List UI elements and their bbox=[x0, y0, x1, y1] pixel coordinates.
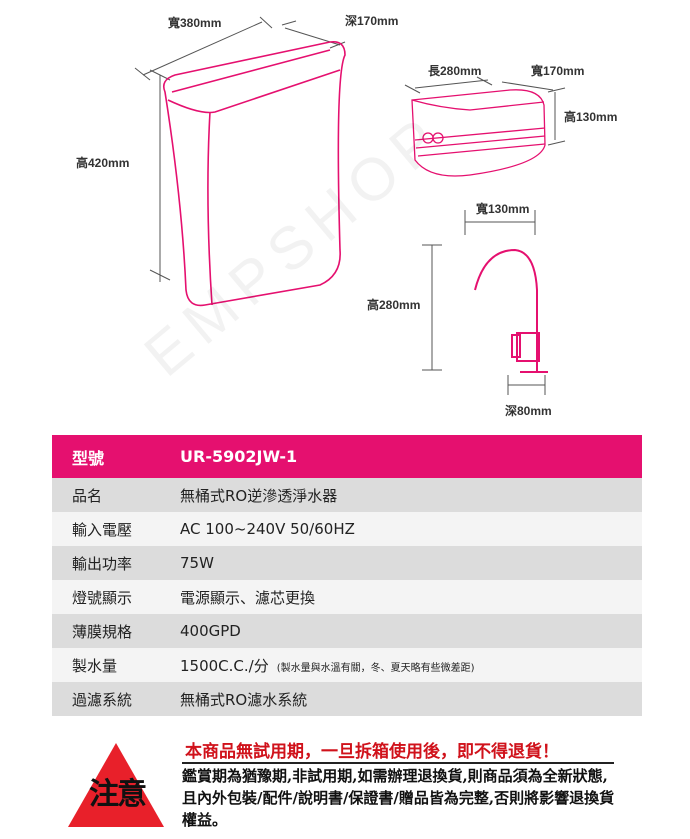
tank-height-label: 高420mm bbox=[76, 155, 129, 170]
tank-depth-label: 深170mm bbox=[345, 13, 398, 28]
spec-value: 無桶式RO逆滲透淨水器 bbox=[180, 485, 642, 506]
spec-row: 薄膜規格 400GPD bbox=[52, 614, 642, 648]
spec-label: 過濾系統 bbox=[72, 690, 133, 709]
warning-body: 鑑賞期為猶豫期,非試用期,如需辦理退換貨,則商品須為全新狀態,且內外包裝/配件/… bbox=[182, 767, 615, 829]
divider bbox=[182, 762, 614, 764]
spec-value-text: 電源顯示、濾芯更換 bbox=[180, 588, 316, 607]
spec-value: 400GPD bbox=[180, 622, 642, 640]
spec-value: 無桶式RO濾水系統 bbox=[180, 689, 642, 710]
spec-value-text: 400GPD bbox=[180, 622, 241, 640]
spec-value: AC 100~240V 50/60HZ bbox=[180, 520, 642, 538]
unit-height-label: 高130mm bbox=[564, 109, 617, 124]
spec-row: 製水量 1500C.C./分 (製水量與水溫有關，冬、夏天略有些微差距) bbox=[52, 648, 642, 682]
spec-value-text: AC 100~240V 50/60HZ bbox=[180, 520, 355, 538]
tank-width-label: 寬380mm bbox=[167, 15, 221, 30]
spec-label: 輸入電壓 bbox=[72, 520, 133, 539]
spec-table: 型號 UR-5902JW-1 品名 無桶式RO逆滲透淨水器輸入電壓 AC 100~2… bbox=[52, 435, 642, 716]
spec-label: 品名 bbox=[72, 486, 103, 505]
spec-value-text: 無桶式RO逆滲透淨水器 bbox=[180, 486, 338, 505]
unit-length-label: 長280mm bbox=[428, 63, 481, 78]
product-dimension-diagram: 寬380mm 深170mm 高420mm 長280mm 寬170mm 高130m… bbox=[76, 13, 617, 418]
faucet-width-label: 寬130mm bbox=[475, 201, 529, 216]
faucet-depth-label: 深80mm bbox=[505, 403, 552, 418]
spec-value-text: 1500C.C./分 bbox=[180, 656, 269, 675]
spec-row: 燈號顯示 電源顯示、濾芯更換 bbox=[52, 580, 642, 614]
spec-label: 輸出功率 bbox=[72, 554, 133, 573]
spec-row: 品名 無桶式RO逆滲透淨水器 bbox=[52, 478, 642, 512]
spec-value: 75W bbox=[180, 554, 642, 572]
spec-value: 1500C.C./分 (製水量與水溫有關，冬、夏天略有些微差距) bbox=[180, 655, 642, 676]
spec-value: 電源顯示、濾芯更換 bbox=[180, 587, 642, 608]
tank-outline bbox=[162, 40, 346, 307]
spec-label: 燈號顯示 bbox=[72, 588, 133, 607]
spec-value-text: 無桶式RO濾水系統 bbox=[180, 690, 308, 709]
warning-badge: 注意 bbox=[89, 777, 147, 812]
spec-note: (製水量與水溫有關，冬、夏天略有些微差距) bbox=[276, 662, 475, 674]
warning-triangle-icon bbox=[68, 743, 164, 827]
faucet-outline bbox=[474, 248, 548, 373]
model-label: 型號 bbox=[72, 448, 105, 468]
warning-headline: 本商品無試用期，一旦拆箱使用後，即不得退貨！ bbox=[185, 742, 559, 762]
faucet-height-label: 高280mm bbox=[367, 297, 420, 312]
spec-header-row: 型號 UR-5902JW-1 bbox=[52, 435, 642, 478]
spec-value-text: 75W bbox=[180, 554, 214, 572]
model-value: UR-5902JW-1 bbox=[180, 447, 298, 466]
warning-notice: 注意 本商品無試用期，一旦拆箱使用後，即不得退貨！ 鑑賞期為猶豫期,非試用期,如… bbox=[60, 735, 620, 835]
unit-outline bbox=[411, 89, 546, 177]
spec-row: 過濾系統 無桶式RO濾水系統 bbox=[52, 682, 642, 716]
spec-row: 輸出功率 75W bbox=[52, 546, 642, 580]
spec-label: 製水量 bbox=[72, 656, 118, 675]
unit-width-label: 寬170mm bbox=[530, 63, 584, 78]
spec-label: 薄膜規格 bbox=[72, 622, 133, 641]
spec-row: 輸入電壓 AC 100~240V 50/60HZ bbox=[52, 512, 642, 546]
